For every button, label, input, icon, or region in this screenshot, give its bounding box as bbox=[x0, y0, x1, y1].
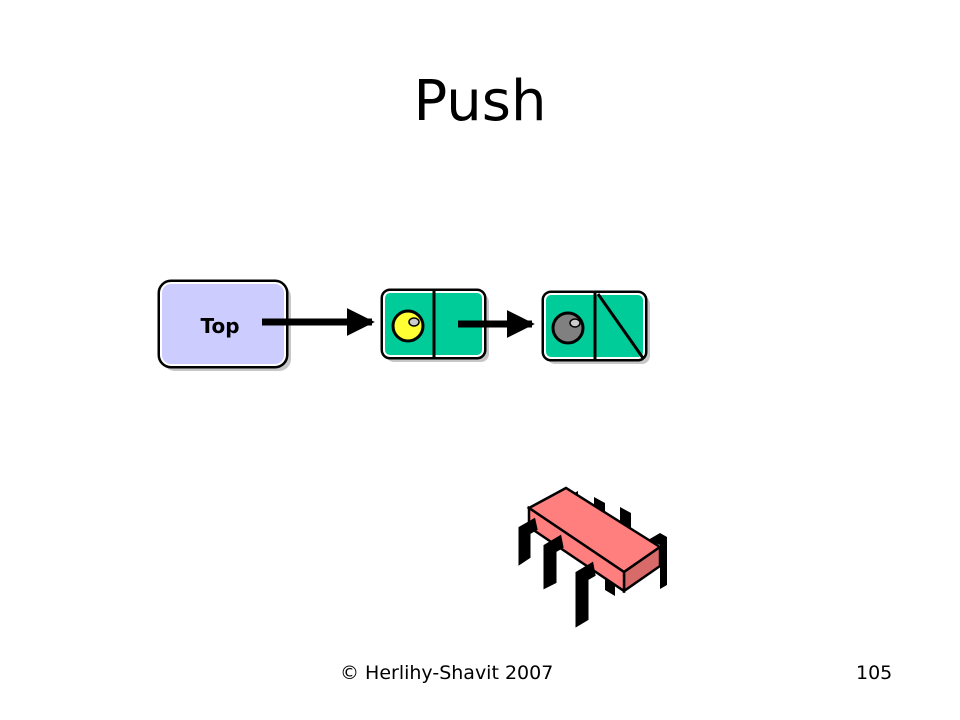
top-pointer-box: Top bbox=[157, 279, 291, 371]
old-value-circle bbox=[551, 311, 585, 345]
footer-copyright: © Herlihy-Shavit 2007 bbox=[340, 662, 554, 684]
page-number: 105 bbox=[856, 662, 893, 684]
old-node bbox=[541, 290, 650, 364]
new-value-circle bbox=[391, 309, 425, 343]
thread-chip-icon bbox=[518, 486, 667, 628]
null-slash bbox=[596, 293, 645, 359]
top-label: Top bbox=[200, 314, 239, 338]
slide-title: Push bbox=[413, 69, 547, 134]
